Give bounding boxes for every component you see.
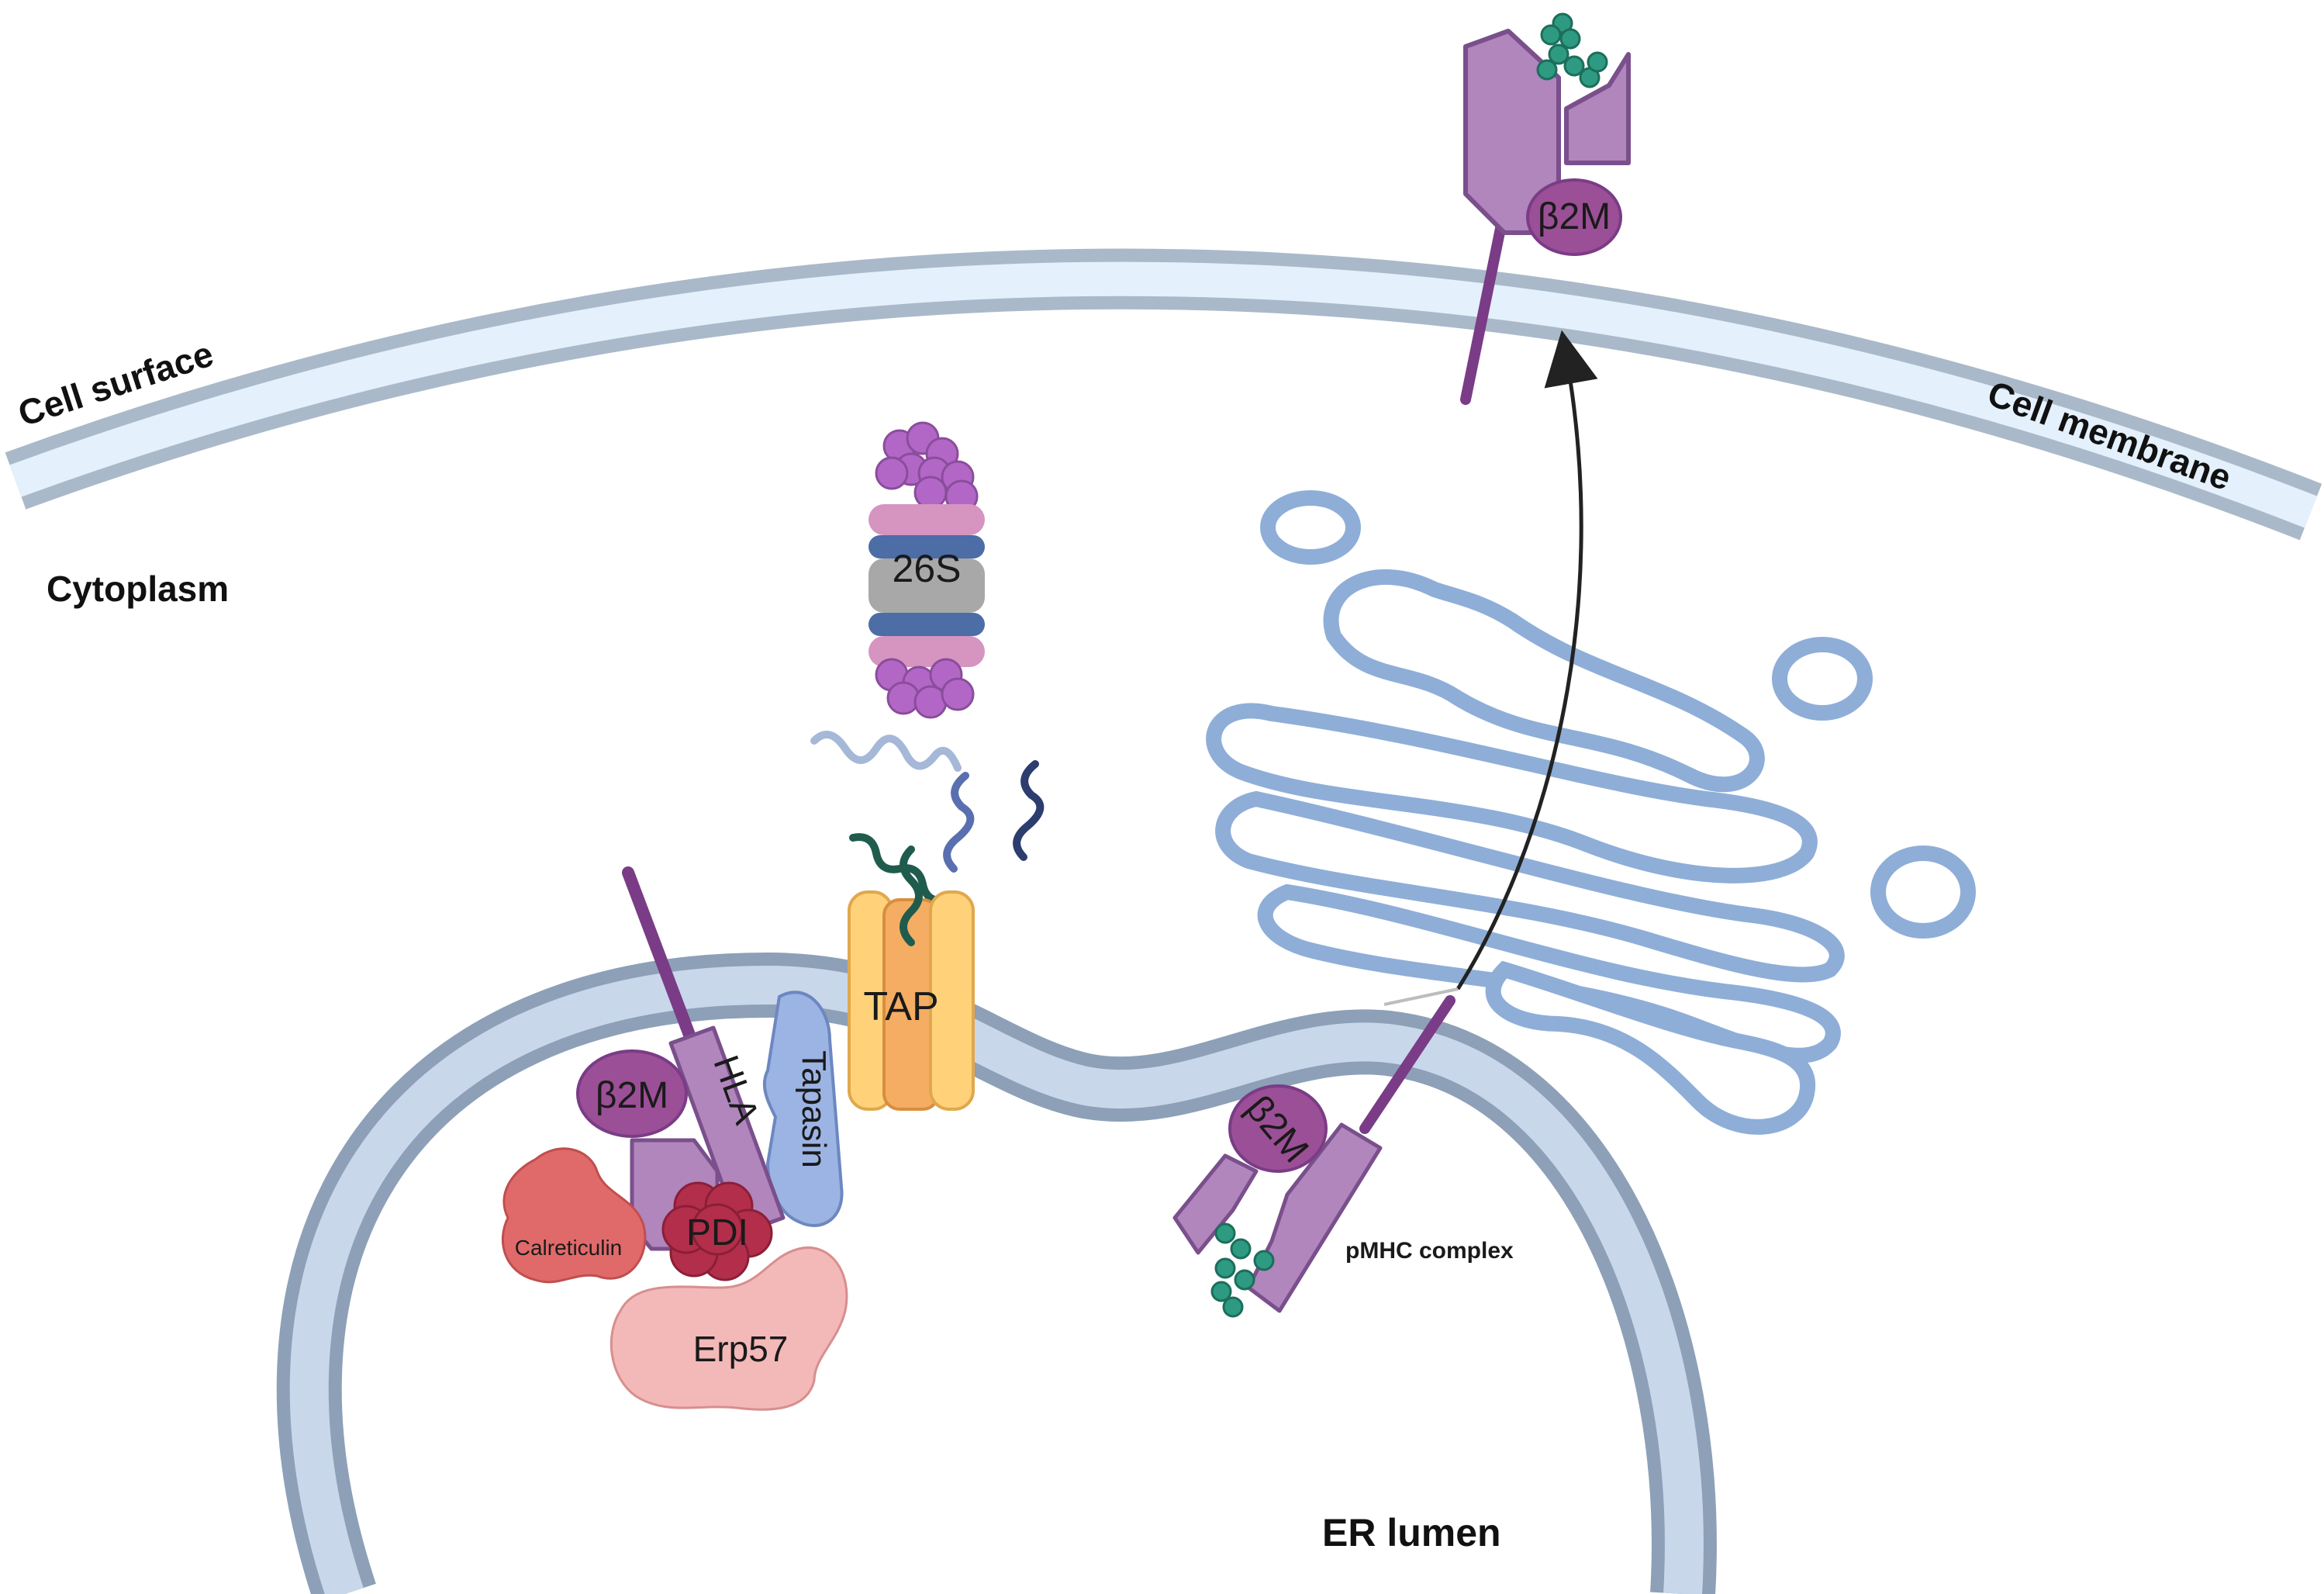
bound-peptide [1536, 12, 1608, 88]
b2m-loading-label: β2M [596, 1075, 668, 1116]
peptide-fragments [810, 731, 1045, 904]
golgi-cisterna [1215, 790, 1845, 983]
tapasin [762, 991, 844, 1227]
er-lumen-label: ER lumen [1322, 1511, 1501, 1554]
pdi-label: PDI [686, 1212, 748, 1253]
erp57 [609, 1247, 848, 1411]
peptide-fragment [943, 772, 975, 873]
pmhc-anchor [1383, 987, 1459, 1006]
golgi-vesicle [1772, 637, 1873, 721]
pmhc-complex-label: pMHC complex [1345, 1238, 1514, 1264]
er-pmhc-complex: β2M pMHC complex [1172, 987, 1514, 1318]
proteasome-cap-bottom [875, 658, 975, 719]
b2m-surface [1526, 178, 1622, 256]
proteasome-ring-gray [868, 558, 985, 613]
transmembrane-anchor [1460, 204, 1510, 405]
tap-label: TAP [863, 984, 938, 1029]
erp57-label: Erp57 [693, 1329, 789, 1369]
tap-subunit [929, 890, 975, 1111]
calreticulin [501, 1147, 647, 1284]
mhc-alpha-domain [1564, 52, 1631, 165]
tap-transporter: TAP [848, 845, 975, 1111]
proteasome-ring-blue [868, 613, 985, 636]
bound-peptide [1210, 1222, 1275, 1318]
proteasome-ring-blue [868, 535, 985, 558]
calreticulin-label: Calreticulin [515, 1236, 623, 1260]
golgi-cisterna [1206, 703, 1818, 883]
er-membrane [276, 952, 1717, 1594]
peptide-fragment [810, 731, 962, 772]
surface-pmhc: β2M [1460, 12, 1631, 405]
peptide-in-tap [900, 845, 923, 946]
pmhc-anchor [1359, 995, 1456, 1134]
proteasome-cap-top [875, 421, 979, 513]
tapasin-label: Tapasin [795, 1050, 833, 1168]
golgi-cisterna [1485, 960, 1816, 1135]
golgi-vesicle [1870, 845, 1976, 939]
pmhc-alpha-domain [1172, 1153, 1259, 1255]
b2m-loading [576, 1049, 688, 1138]
proteasome-ring-pink [868, 504, 985, 535]
peptide-loading-complex: Tapasin HLA β2M Calreticulin PDI Erp57 [501, 866, 848, 1411]
cytoplasm-label: Cytoplasm [47, 569, 229, 609]
b2m-surface-label: β2M [1538, 196, 1611, 237]
peptide-fragment [1013, 760, 1045, 861]
pmhc-heavy-chain [1246, 1122, 1383, 1313]
pdi [661, 1181, 773, 1281]
peptide-fragment [849, 833, 950, 904]
golgi-apparatus [1206, 490, 1976, 1135]
b2m-er [1228, 1084, 1328, 1173]
proteasome-label: 26S [893, 547, 962, 590]
golgi-vesicle [1260, 490, 1361, 565]
proteasome-26s: 26S [868, 421, 985, 719]
cell-membrane [5, 248, 2322, 541]
golgi-cisterna [1323, 569, 1765, 793]
transport-arrow [1456, 330, 1598, 991]
hla-anchor [622, 866, 700, 1053]
